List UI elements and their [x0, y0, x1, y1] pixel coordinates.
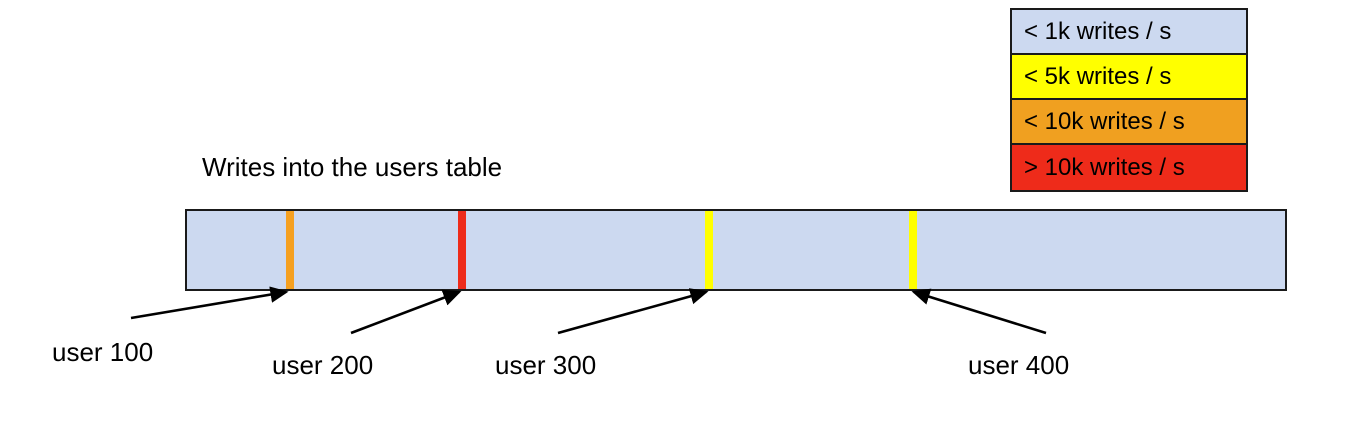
legend-row-under-5k: < 5k writes / s — [1012, 55, 1246, 100]
arrow-user-100 — [130, 286, 289, 320]
legend-label-under-10k: < 10k writes / s — [1024, 107, 1185, 135]
arrow-user-400 — [911, 288, 1047, 335]
stripe-user-100 — [286, 211, 294, 289]
write-rate-legend: < 1k writes / s < 5k writes / s < 10k wr… — [1010, 8, 1248, 192]
legend-row-under-1k: < 1k writes / s — [1012, 10, 1246, 55]
stripe-user-300 — [705, 211, 713, 289]
legend-label-under-5k: < 5k writes / s — [1024, 62, 1172, 90]
legend-row-under-10k: < 10k writes / s — [1012, 100, 1246, 145]
stripe-user-200 — [458, 211, 466, 289]
users-table-partition-bar — [185, 209, 1287, 291]
legend-row-over-10k: > 10k writes / s — [1012, 145, 1246, 190]
label-user-100: user 100 — [52, 337, 154, 367]
label-user-200: user 200 — [272, 350, 374, 380]
arrow-user-300 — [557, 288, 709, 335]
arrow-user-200 — [350, 289, 462, 335]
stripe-user-400 — [909, 211, 917, 289]
bar-caption: Writes into the users table — [202, 152, 503, 182]
legend-label-under-1k: < 1k writes / s — [1024, 17, 1172, 45]
legend-label-over-10k: > 10k writes / s — [1024, 153, 1185, 181]
label-user-300: user 300 — [495, 350, 597, 380]
label-user-400: user 400 — [968, 350, 1070, 380]
